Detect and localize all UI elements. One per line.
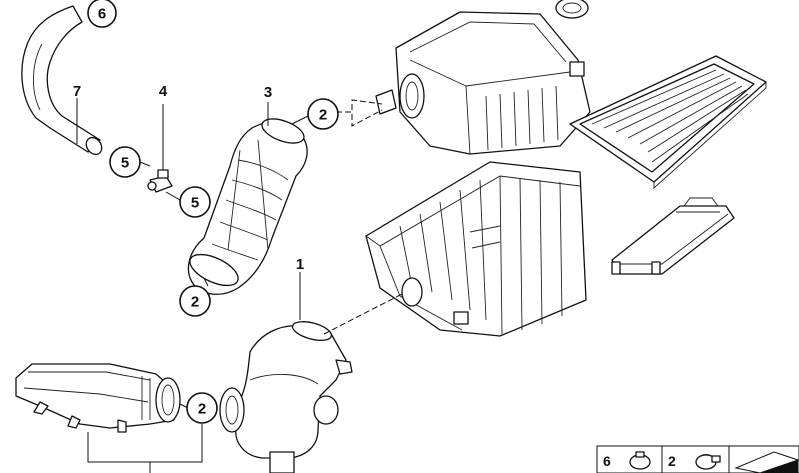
- intake-snorkel-part: [15, 363, 181, 433]
- housing-lower-part: [365, 161, 587, 337]
- callout-6-label: 6: [98, 6, 106, 23]
- callout-1-label: 1: [296, 256, 304, 273]
- callout-3-label: 3: [264, 84, 272, 101]
- bag-icon: [734, 451, 799, 473]
- legend-box: 6 2: [596, 445, 799, 473]
- legend-item-6-label: 6: [603, 453, 611, 469]
- callout-1: 1: [296, 256, 304, 273]
- callout-4: 4: [159, 83, 168, 100]
- callout-2-top-label: 2: [319, 107, 327, 124]
- callout-3: 3: [264, 84, 272, 101]
- filter-element-part: [569, 55, 767, 190]
- callout-5-left: 5: [109, 146, 141, 178]
- leader-lines: [76, 98, 309, 473]
- cover-piece-part: [611, 197, 735, 275]
- callout-5-left-label: 5: [121, 155, 129, 172]
- hose-part: [21, 5, 103, 156]
- callout-7: 7: [73, 83, 81, 100]
- callout-2-bottom-label: 2: [198, 401, 206, 418]
- callout-2-mid: 2: [179, 285, 211, 317]
- callout-5-lower: 5: [179, 186, 211, 218]
- intake-boot-part: [187, 118, 308, 295]
- callout-6: 6: [87, 0, 117, 28]
- assembly-lines: [323, 99, 403, 335]
- callout-7-label: 7: [73, 83, 81, 100]
- callout-4-label: 4: [159, 83, 168, 100]
- callout-2-top: 2: [307, 98, 339, 130]
- legend-item-2-label: 2: [668, 453, 676, 469]
- callout-2-mid-label: 2: [191, 294, 199, 311]
- callout-5-lower-label: 5: [191, 195, 199, 212]
- valve-part: [147, 104, 173, 193]
- elbow-duct-part: [219, 321, 353, 473]
- clamp-icon: [695, 454, 721, 470]
- housing-lid-part: [375, 0, 591, 155]
- callout-2-bottom: 2: [186, 392, 218, 424]
- hose-clamp-icon: [629, 451, 651, 470]
